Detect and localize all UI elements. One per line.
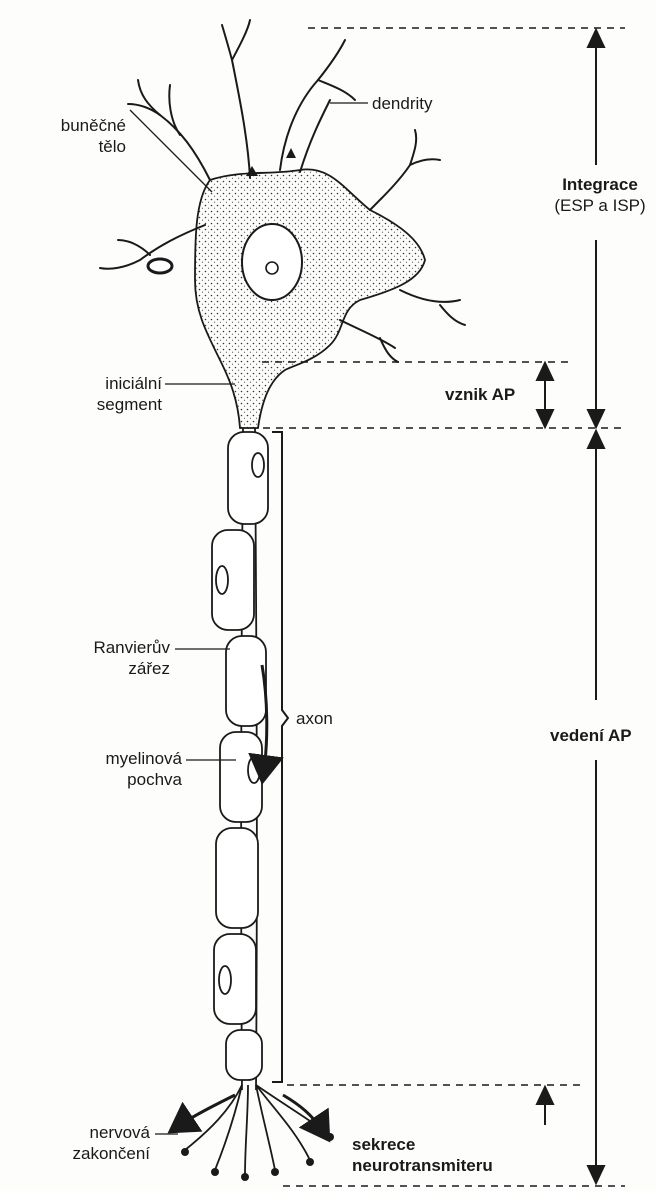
label-line: Ranvierův xyxy=(60,637,170,658)
label-line: iniciální xyxy=(60,373,162,394)
label-ranvieruv-zarez: Ranvierův zářez xyxy=(60,637,170,679)
label-line: myelinová xyxy=(70,748,182,769)
phase-line: neurotransmiteru xyxy=(352,1155,493,1176)
label-line: segment xyxy=(60,394,162,415)
label-line: zářez xyxy=(60,658,170,679)
label-line: nervová xyxy=(40,1122,150,1143)
label-dendrity: dendrity xyxy=(372,93,432,114)
label-line: tělo xyxy=(40,136,126,157)
cell-body xyxy=(195,169,425,428)
label-line: zakončení xyxy=(40,1143,150,1164)
phase-line: Integrace xyxy=(548,174,652,195)
axon-brace xyxy=(272,432,288,1082)
label-inicialni-segment: iniciální segment xyxy=(60,373,162,415)
nucleolus xyxy=(266,262,278,274)
label-bunecne-telo: buněčné tělo xyxy=(40,115,126,157)
phase-vedeni-ap: vedení AP xyxy=(550,725,632,746)
label-line: pochva xyxy=(70,769,182,790)
myelin-sheath xyxy=(212,432,268,1080)
label-line: buněčné xyxy=(40,115,126,136)
phase-vznik-ap: vznik AP xyxy=(445,384,515,405)
label-myelinova-pochva: myelinová pochva xyxy=(70,748,182,790)
phase-integrace: Integrace (ESP a ISP) xyxy=(548,174,652,216)
phase-sekrece: sekrece neurotransmiteru xyxy=(352,1134,493,1176)
label-nervova-zakonceni: nervová zakončení xyxy=(40,1122,150,1164)
phase-line: (ESP a ISP) xyxy=(548,195,652,216)
phase-line: sekrece xyxy=(352,1134,493,1155)
terminal-boutons xyxy=(181,1133,334,1181)
label-axon: axon xyxy=(296,708,333,729)
